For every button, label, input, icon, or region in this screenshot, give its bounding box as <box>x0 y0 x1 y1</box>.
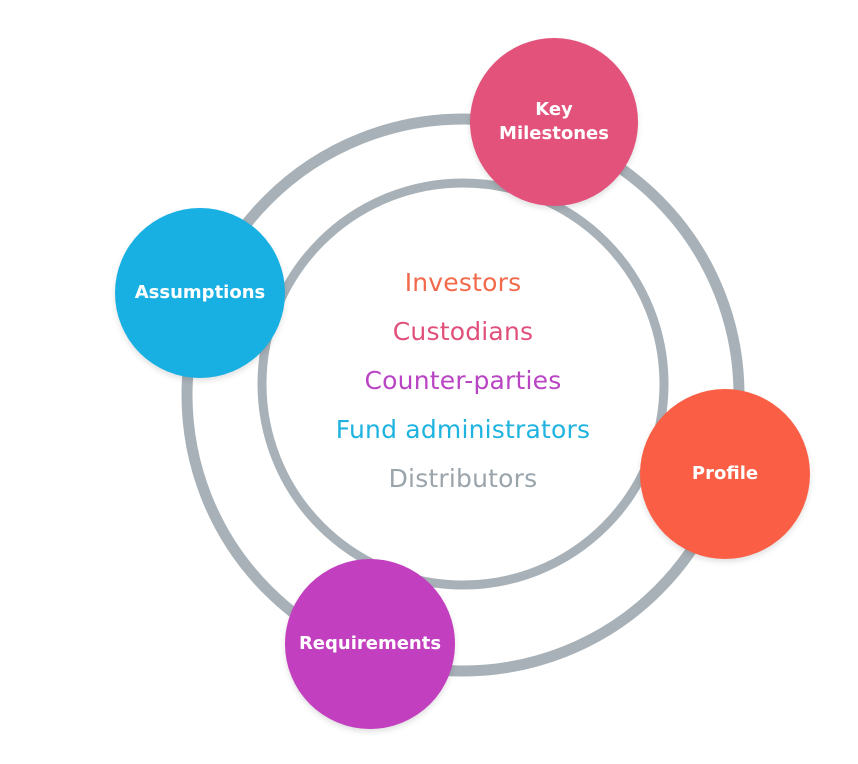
stakeholder-distributors: Distributors <box>388 464 538 493</box>
node-requirements-label: Requirements <box>298 633 442 654</box>
node-key-milestones: Key Milestones <box>470 38 638 206</box>
stakeholder-list: Investors Custodians Counter-parties Fun… <box>300 258 626 503</box>
node-assumptions-label: Assumptions <box>134 282 266 303</box>
node-key-milestones-label: Key Milestones <box>499 99 609 144</box>
stakeholder-counter-parties: Counter-parties <box>364 366 562 395</box>
inner-ring <box>257 178 669 590</box>
node-profile: Profile <box>640 389 810 559</box>
node-assumptions: Assumptions <box>115 208 285 378</box>
stakeholder-custodians: Custodians <box>392 317 534 346</box>
node-requirements: Requirements <box>285 559 455 729</box>
stakeholder-investors: Investors <box>404 268 522 297</box>
stakeholder-fund-administrators: Fund administrators <box>335 415 591 444</box>
node-profile-label: Profile <box>691 463 759 484</box>
